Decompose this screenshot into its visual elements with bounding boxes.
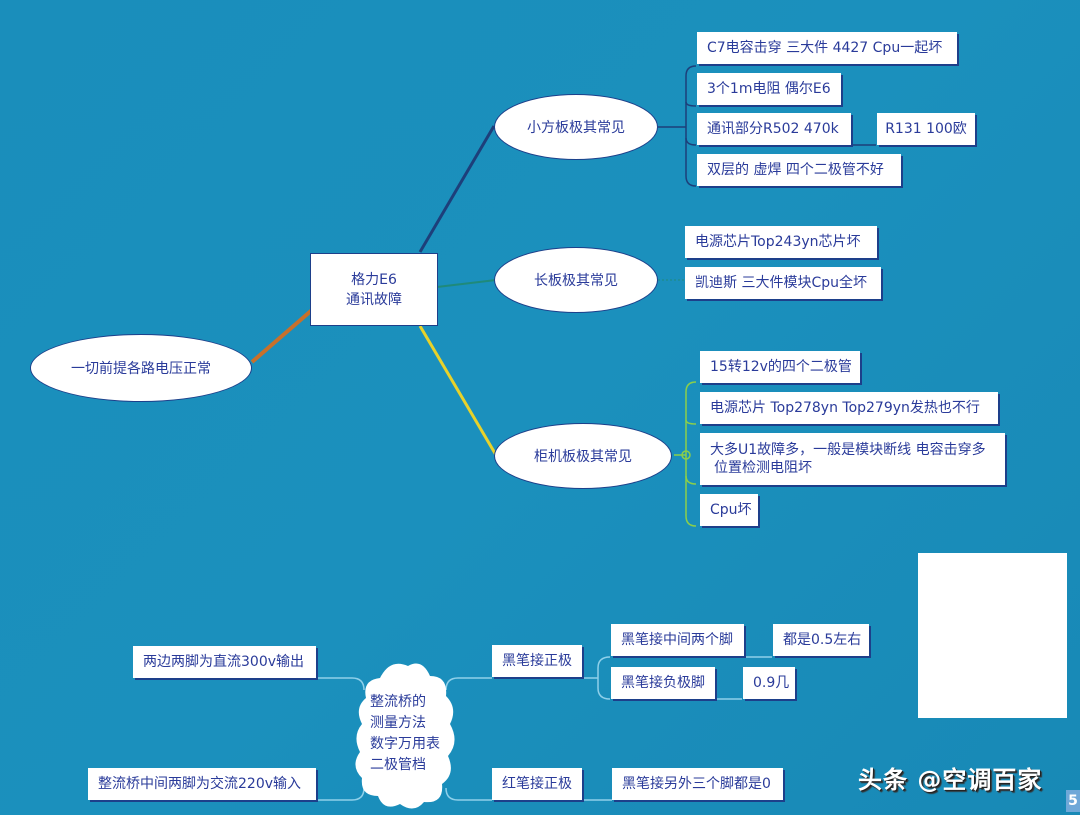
leaf-text: 双层的 虚焊 四个二极管不好 <box>707 162 884 178</box>
leaf-node[interactable]: 大多U1故障多，一般是模块断线 电容击穿多 位置检测电阻坏 <box>700 433 1005 485</box>
cloud-text-line: 整流桥的 <box>370 694 426 710</box>
leaf-text: R131 100欧 <box>885 121 967 137</box>
cloud-text-line: 数字万用表 <box>370 736 440 752</box>
bridge-child-node[interactable]: 黑笔接另外三个脚都是0 <box>612 768 783 800</box>
leaf-node[interactable]: 凯迪斯 三大件模块Cpu全坏 <box>685 267 881 299</box>
bridge-child-node[interactable]: 黑笔接中间两个脚 <box>611 624 744 656</box>
bridge-right-node[interactable]: 黑笔接正极 <box>492 645 582 677</box>
page-number: 5 <box>1068 793 1078 809</box>
leaf-text: Cpu坏 <box>710 502 752 518</box>
branch-label: 长板极其常见 <box>534 273 618 289</box>
bridge-left-node[interactable]: 两边两脚为直流300v输出 <box>133 646 316 678</box>
bridge-result-node[interactable]: 0.9几 <box>743 667 795 699</box>
center-node-line2: 通讯故障 <box>346 291 402 308</box>
leaf-text: 黑笔接中间两个脚 <box>621 632 733 648</box>
leaf-text: C7电容击穿 三大件 4427 Cpu一起坏 <box>707 40 943 56</box>
leaf-text: 3个1m电阻 偶尔E6 <box>707 81 831 97</box>
watermark: 头条 @空调百家 <box>858 760 1042 795</box>
bridge-cloud-node[interactable]: 整流桥的 测量方法 数字万用表 二极管档 <box>350 658 460 810</box>
cloud-text-line: 二极管档 <box>370 757 426 773</box>
leaf-text: 大多U1故障多，一般是模块断线 电容击穿多 <box>710 442 986 458</box>
bridge-right-node[interactable]: 红笔接正极 <box>492 768 582 800</box>
bridge-child-node[interactable]: 黑笔接负极脚 <box>611 667 715 699</box>
leaf-node[interactable]: 3个1m电阻 偶尔E6 <box>697 73 841 105</box>
page-number-badge: 5 <box>1066 790 1080 812</box>
leaf-text: 都是0.5左右 <box>783 632 862 648</box>
cloud-shape <box>355 663 455 809</box>
leaf-subnode[interactable]: R131 100欧 <box>877 113 975 145</box>
leaf-text: 黑笔接负极脚 <box>621 675 705 691</box>
bridge-left-node[interactable]: 整流桥中间两脚为交流220v输入 <box>88 768 316 800</box>
branch-node-cabinet-board[interactable]: 柜机板极其常见 <box>494 423 672 489</box>
leaf-text: 0.9几 <box>753 675 790 691</box>
leaf-node[interactable]: C7电容击穿 三大件 4427 Cpu一起坏 <box>697 32 957 64</box>
leaf-node[interactable]: 电源芯片Top243yn芯片坏 <box>685 226 877 258</box>
leaf-text: 通讯部分R502 470k <box>707 121 839 137</box>
image-placeholder <box>918 553 1067 718</box>
leaf-node[interactable]: 15转12v的四个二极管 <box>700 351 860 383</box>
leaf-node[interactable]: Cpu坏 <box>700 494 758 526</box>
branch-label: 柜机板极其常见 <box>534 449 632 465</box>
branch-node-small-square-board[interactable]: 小方板极其常见 <box>494 94 658 160</box>
leaf-node[interactable]: 电源芯片 Top278yn Top279yn发热也不行 <box>700 392 998 424</box>
branch-node-long-board[interactable]: 长板极其常见 <box>494 247 658 313</box>
center-node[interactable]: 格力E6 通讯故障 <box>310 253 438 326</box>
leaf-text-line2: 位置检测电阻坏 <box>714 460 812 476</box>
leaf-text: 电源芯片 Top278yn Top279yn发热也不行 <box>710 400 980 416</box>
leaf-text: 15转12v的四个二极管 <box>710 359 852 375</box>
center-node-line1: 格力E6 <box>351 271 397 288</box>
leaf-node[interactable]: 双层的 虚焊 四个二极管不好 <box>697 154 901 186</box>
leaf-text: 电源芯片Top243yn芯片坏 <box>695 234 861 250</box>
leaf-text: 红笔接正极 <box>502 776 572 792</box>
leaf-text: 黑笔接另外三个脚都是0 <box>622 776 771 792</box>
leaf-text: 黑笔接正极 <box>502 653 572 669</box>
root-node[interactable]: 一切前提各路电压正常 <box>30 334 252 402</box>
bridge-result-node[interactable]: 都是0.5左右 <box>773 624 869 656</box>
cloud-text-line: 测量方法 <box>370 715 426 731</box>
leaf-text: 两边两脚为直流300v输出 <box>143 654 305 670</box>
watermark-text: 头条 @空调百家 <box>858 766 1043 794</box>
root-node-label: 一切前提各路电压正常 <box>71 361 211 377</box>
leaf-node[interactable]: 通讯部分R502 470k <box>697 113 851 145</box>
leaf-text: 整流桥中间两脚为交流220v输入 <box>98 776 302 792</box>
branch-label: 小方板极其常见 <box>527 120 625 136</box>
leaf-text: 凯迪斯 三大件模块Cpu全坏 <box>695 275 867 291</box>
